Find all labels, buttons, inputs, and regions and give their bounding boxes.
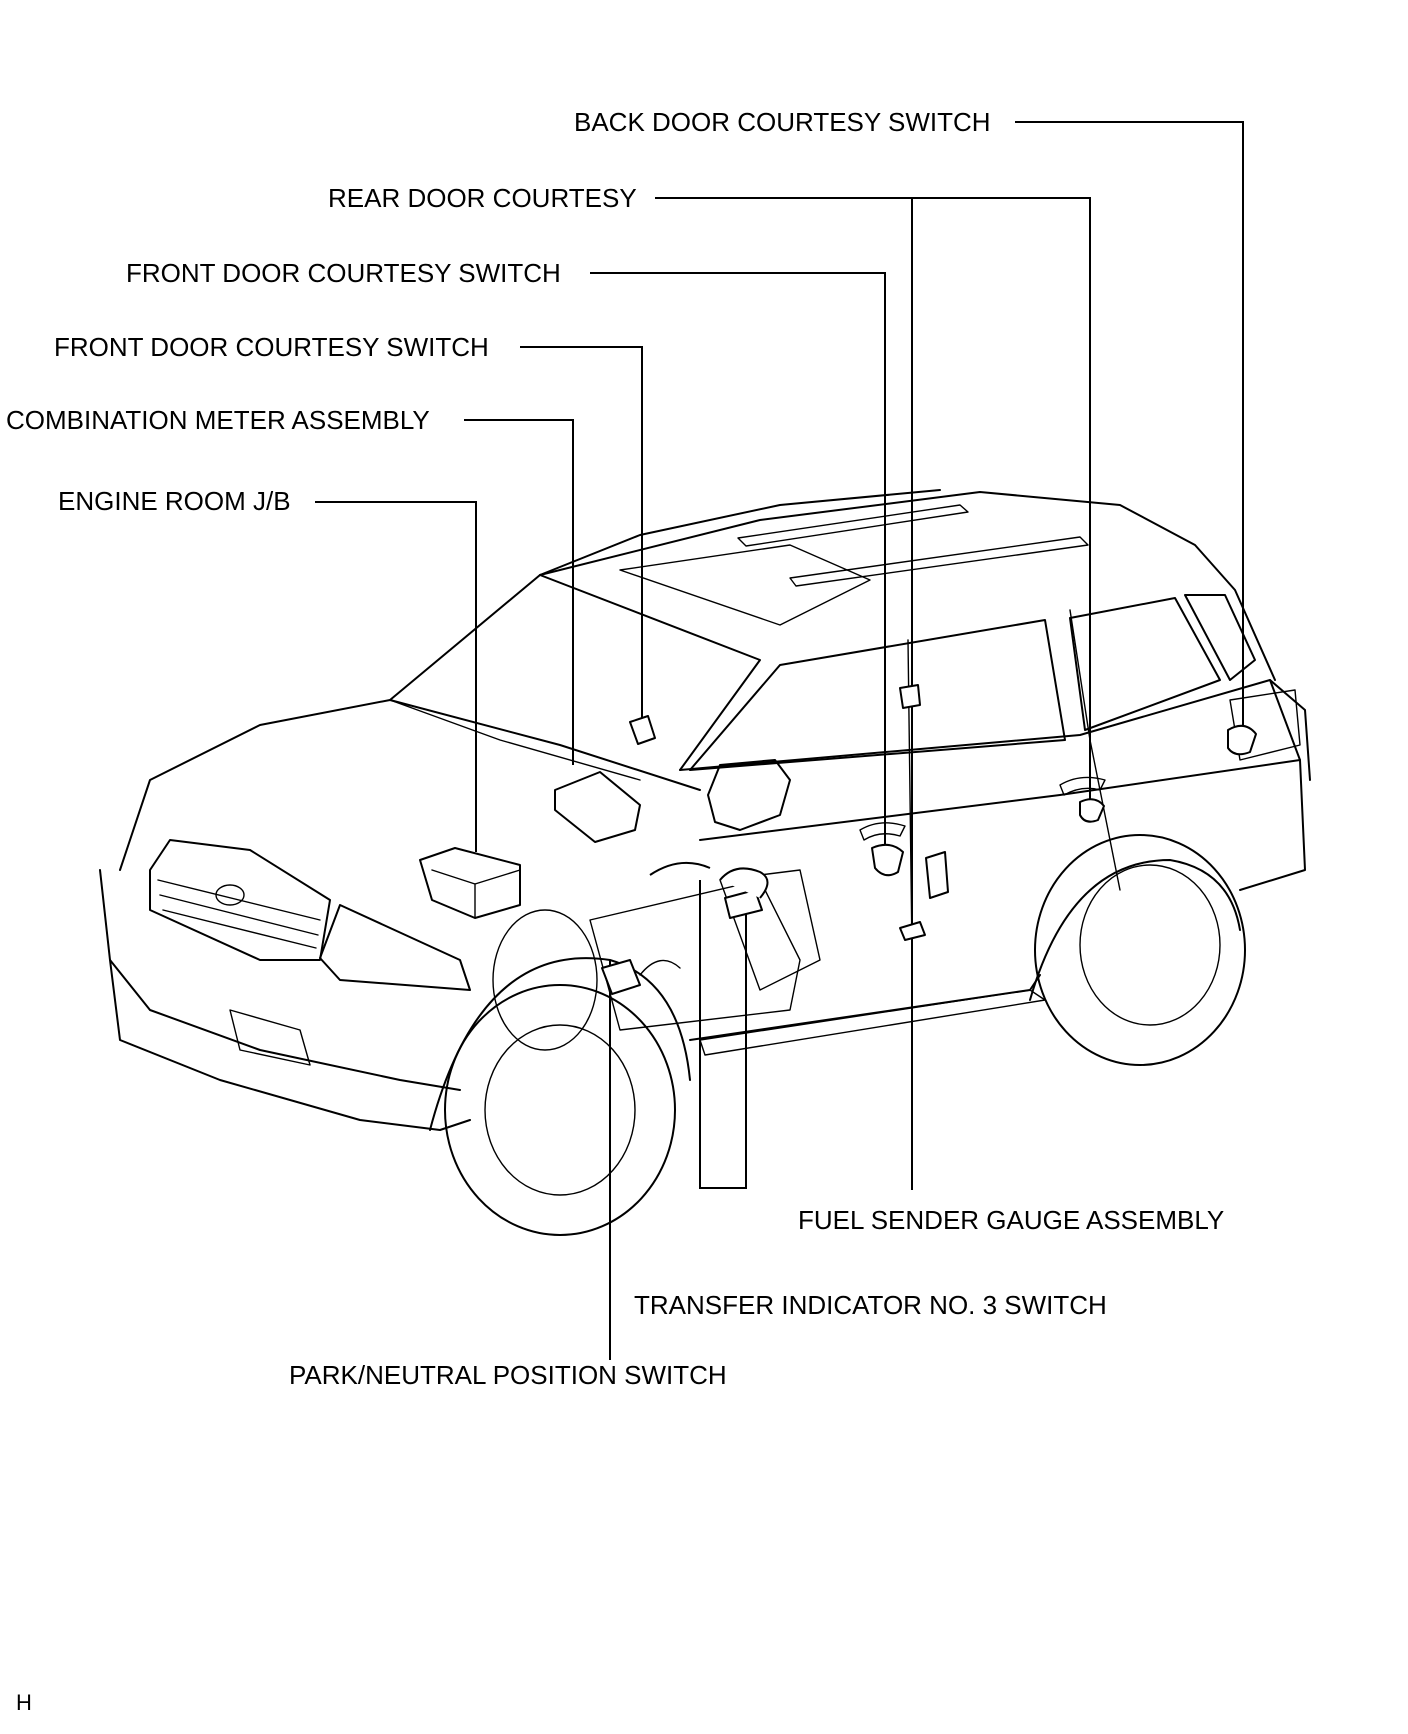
leader-transfer-indicator (699, 880, 747, 1189)
leader-front-door-courtesy-switch-1 (590, 272, 886, 850)
hood-crease (389, 699, 641, 781)
label-front-door-courtesy-switch-2: FRONT DOOR COURTESY SWITCH (54, 332, 489, 362)
grille-bars (157, 879, 321, 949)
front-door-courtesy-switch-2-part (629, 715, 656, 745)
front-door-courtesy-switch-1-part (871, 843, 904, 877)
transmission-bell (492, 909, 598, 1051)
leader-back-door-courtesy-switch (1015, 121, 1244, 740)
front-door-handle (859, 822, 906, 841)
components (419, 684, 1257, 995)
rear-door-handle (1059, 776, 1106, 796)
label-transfer-indicator-no3-switch: TRANSFER INDICATOR NO. 3 SWITCH (634, 1290, 1107, 1320)
emblem (215, 884, 245, 906)
quarter-window (1184, 594, 1256, 681)
label-park-neutral-position-switch: PARK/NEUTRAL POSITION SWITCH (289, 1360, 727, 1390)
park-neutral-switch-wire (639, 959, 681, 976)
roof-rail-1 (737, 504, 969, 547)
transfer-indicator-switch-part (724, 889, 763, 919)
fog-lamp (229, 1009, 311, 1066)
rear-tire (1034, 834, 1246, 1066)
hood (119, 699, 701, 871)
transmission-case (589, 879, 801, 1031)
leader-rear-door-courtesy-left (655, 197, 1091, 810)
side-mirror (707, 759, 791, 831)
front-tire (444, 984, 676, 1236)
car-roof-edge (539, 489, 941, 576)
rear-end (1239, 679, 1306, 891)
rear-door-courtesy-switch-left-part (899, 684, 921, 709)
transfer-indicator-switch-wire (719, 867, 769, 899)
body-side-beltline (699, 759, 1301, 841)
engine-room-jb-detail (431, 869, 521, 919)
label-fuel-sender-gauge-assembly: FUEL SENDER GAUGE ASSEMBLY (798, 1205, 1225, 1235)
front-fascia (99, 869, 461, 1091)
headlight (319, 904, 471, 991)
label-front-door-courtesy-switch-1: FRONT DOOR COURTESY SWITCH (126, 258, 561, 288)
fuel-filler-lid (899, 921, 926, 941)
leader-engine-room-jb (315, 501, 477, 852)
label-back-door-courtesy-switch: BACK DOOR COURTESY SWITCH (574, 107, 991, 137)
label-combination-meter-assembly: COMBINATION METER ASSEMBLY (6, 405, 430, 435)
fuel-sender-gauge-part (925, 851, 949, 899)
front-rim (484, 1024, 636, 1196)
back-door-courtesy-switch-part (1227, 724, 1257, 756)
combination-meter-part (554, 771, 641, 843)
sunroof (619, 544, 871, 626)
car-roof (539, 491, 1276, 681)
roof-rail-2 (789, 536, 1089, 587)
grille (149, 839, 331, 961)
rear-side-window (1069, 597, 1221, 731)
rear-rim (1079, 864, 1221, 1026)
body-side-top (679, 679, 1311, 781)
leader-front-door-courtesy-switch-2 (520, 346, 643, 728)
transfer-case (719, 869, 821, 991)
rear-door-courtesy-switch-right-part (1079, 798, 1105, 823)
label-engine-room-jb: ENGINE ROOM J/B (58, 486, 291, 516)
running-board (699, 989, 1046, 1056)
leader-combination-meter-assembly (464, 419, 574, 765)
body-side-rocker (689, 974, 1041, 1041)
front-side-window (689, 619, 1066, 771)
windshield (389, 574, 761, 771)
car-body (99, 489, 1311, 1236)
corner-mark: H (16, 1690, 32, 1715)
park-neutral-switch-part (601, 959, 641, 995)
transfer-harness (649, 861, 711, 876)
rear-door-seam (1069, 609, 1121, 891)
front-bumper (109, 959, 471, 1131)
rear-wheel-arch (1029, 859, 1241, 1001)
label-rear-door-courtesy: REAR DOOR COURTESY (328, 183, 637, 213)
leader-lines (315, 121, 1244, 1360)
